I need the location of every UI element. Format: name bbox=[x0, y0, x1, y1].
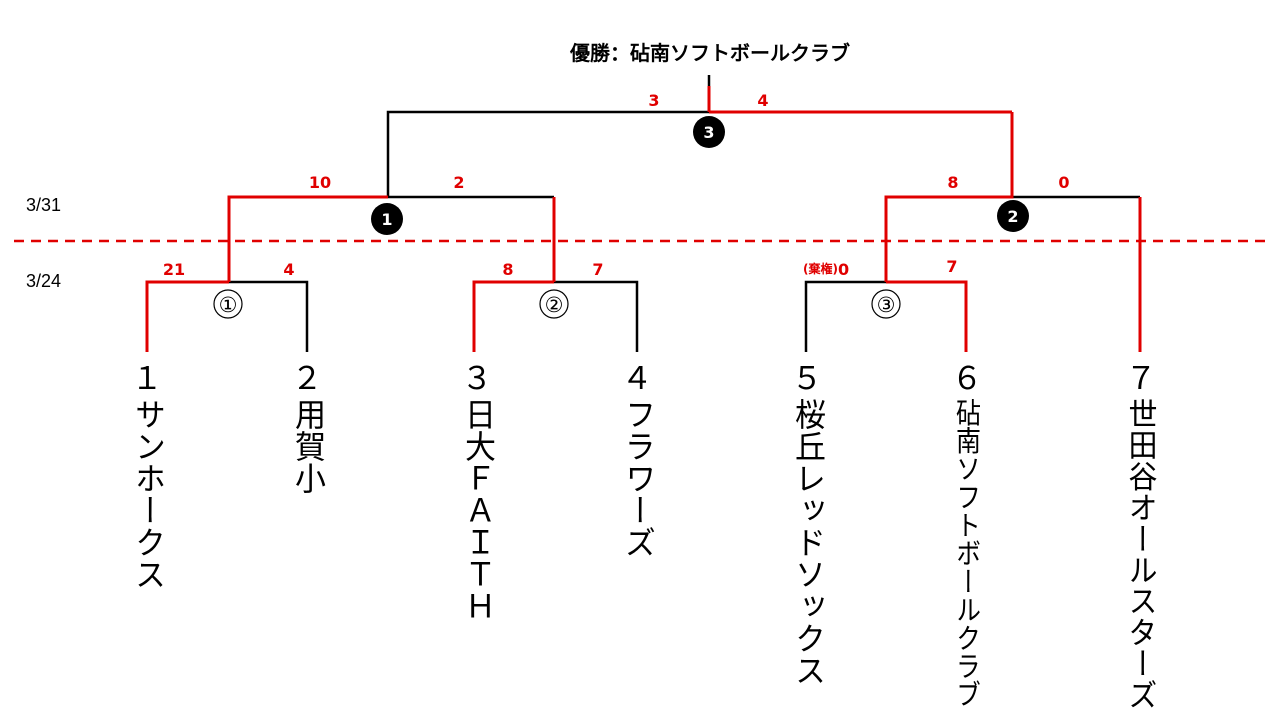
bracket-line-g2 bbox=[554, 280, 639, 352]
game-marker-1: ① bbox=[213, 289, 243, 319]
score-g3-right: 7 bbox=[946, 257, 957, 276]
team-5-name: 桜丘レッドソックス bbox=[789, 398, 826, 686]
final-marker: 3 bbox=[693, 116, 725, 148]
winner-line-g1 bbox=[145, 280, 229, 352]
team-2: ２ 用賀小 bbox=[289, 361, 326, 494]
semifinal-marker-2-label: 2 bbox=[1007, 207, 1018, 226]
team-2-name: 用賀小 bbox=[289, 398, 326, 494]
score-s1-right: 2 bbox=[453, 173, 464, 192]
team-4: ４ フラワーズ bbox=[619, 361, 655, 558]
semifinal-marker-2: 2 bbox=[997, 200, 1029, 232]
team-7: ７ 世田谷オールスターズ bbox=[1124, 361, 1158, 710]
score-g2-right: 7 bbox=[592, 260, 603, 279]
semifinal-marker-1: 1 bbox=[371, 203, 403, 235]
team-4-name: フラワーズ bbox=[619, 398, 655, 558]
team-2-number: ２ bbox=[292, 361, 323, 397]
bracket-line-f bbox=[386, 110, 709, 197]
team-5-number: ５ bbox=[792, 361, 823, 397]
team-1-name: サンホークス bbox=[129, 398, 165, 590]
team-3-number: ３ bbox=[462, 361, 493, 397]
game-marker-2-label: ② bbox=[545, 293, 564, 317]
winner-line-g3 bbox=[886, 280, 968, 352]
game-marker-1-label: ① bbox=[219, 293, 238, 317]
game-marker-3-label: ③ bbox=[877, 293, 896, 317]
score-g2-left: 8 bbox=[502, 260, 513, 279]
team-7-name: 世田谷オールスターズ bbox=[1124, 397, 1158, 710]
team-3: ３ 日大ＦＡＩＴＨ bbox=[459, 361, 495, 622]
semifinal-marker-1-label: 1 bbox=[381, 210, 392, 229]
score-g3-left-note: (棄権) bbox=[803, 261, 838, 276]
winner-line-s1 bbox=[227, 195, 388, 282]
game-marker-2: ② bbox=[539, 289, 569, 319]
score-final-right: 4 bbox=[757, 91, 768, 110]
team-5: ５ 桜丘レッドソックス bbox=[789, 361, 826, 686]
bracket-lines bbox=[229, 110, 1140, 352]
score-final-left: 3 bbox=[648, 91, 659, 110]
final-marker-label: 3 bbox=[703, 123, 714, 142]
team-7-number: ７ bbox=[1126, 361, 1157, 397]
score-s2-left: 8 bbox=[947, 173, 958, 192]
team-6-name: 砧南ソフトボールクラブ bbox=[953, 398, 982, 708]
winner-line-g2 bbox=[472, 280, 554, 352]
date-round2: 3/31 bbox=[26, 195, 61, 215]
team-1: １ サンホークス bbox=[129, 361, 165, 590]
bracket-line-g1 bbox=[229, 280, 309, 352]
team-6-number: ６ bbox=[952, 361, 983, 397]
team-4-number: ４ bbox=[622, 361, 653, 397]
score-s2-right: 0 bbox=[1058, 173, 1069, 192]
winner-line-s2 bbox=[884, 112, 1014, 282]
score-g1-left: 21 bbox=[163, 260, 185, 279]
team-1-number: １ bbox=[132, 361, 163, 397]
score-g3-left: 0 bbox=[838, 260, 849, 279]
champion-label: 優勝：砧南ソフトボールクラブ bbox=[569, 41, 850, 65]
team-3-name: 日大ＦＡＩＴＨ bbox=[459, 398, 495, 622]
team-6: ６ 砧南ソフトボールクラブ bbox=[952, 361, 983, 708]
date-round1: 3/24 bbox=[26, 271, 61, 291]
game-marker-3: ③ bbox=[871, 289, 901, 319]
bracket-line-g3 bbox=[804, 280, 886, 352]
winner-lines bbox=[145, 110, 1142, 352]
score-g1-right: 4 bbox=[283, 260, 294, 279]
score-s1-left: 10 bbox=[309, 173, 331, 192]
